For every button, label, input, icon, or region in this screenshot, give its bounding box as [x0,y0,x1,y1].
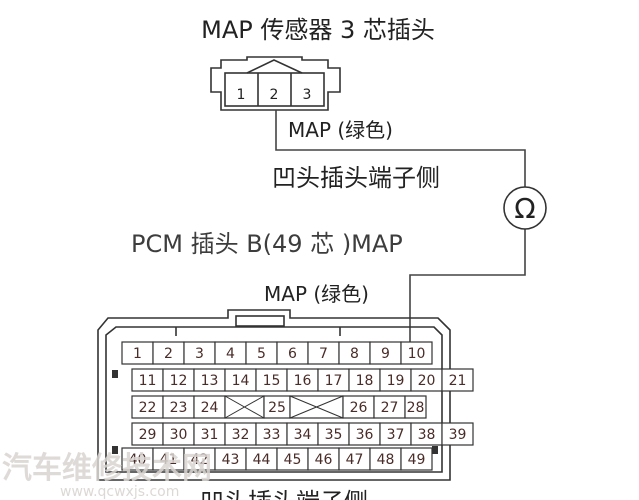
pcm-pin-47: 47 [346,452,364,468]
pcm-pin-39: 39 [449,427,467,443]
pcm-pin-33: 33 [263,427,281,443]
pcm-pin-37: 37 [387,427,405,443]
pcm-pin-27: 27 [381,400,399,416]
pcm-pin-44: 44 [253,452,271,468]
pcm-pin-17: 17 [325,373,343,389]
watermark-url: www.qcwxjs.com [60,484,179,500]
pcm-terminal-side-label: 凹头插头端子侧 [200,488,368,500]
sensor-terminal-side-label: 凹头插头端子侧 [272,164,440,192]
pcm-pin-4: 4 [226,346,235,362]
pcm-pin-6: 6 [288,346,297,362]
pcm-pin-38: 38 [418,427,436,443]
pcm-pin-cell [441,368,474,392]
sensor-wire-label: MAP (绿色) [288,118,393,142]
pcm-pin-14: 14 [232,373,250,389]
pcm-pin-16: 16 [294,373,312,389]
pcm-pin-28: 28 [407,400,425,416]
sensor-pin-3: 3 [303,87,312,103]
pcm-pin-25: 25 [268,400,286,416]
pcm-pin-9: 9 [381,346,390,362]
ohmmeter-circle [503,186,547,230]
test-leads [275,110,526,352]
ohmmeter: Ω [503,186,547,230]
sensor-pin-2: 2 [270,87,279,103]
blank-cross [224,395,265,419]
pcm-pin-3: 3 [195,346,204,362]
pcm-pin-36: 36 [356,427,374,443]
pcm-pin-31: 31 [201,427,219,443]
sensor-connector-title: MAP 传感器 3 芯插头 [201,16,435,44]
pcm-pin-13: 13 [201,373,219,389]
pcm-side-marker [432,446,438,454]
pcm-pin-40: 40 [129,452,147,468]
pcm-pin-29: 29 [139,427,157,443]
pcm-pin-41: 41 [160,452,178,468]
pcm-pin-35: 35 [325,427,343,443]
pcm-side-marker [112,446,118,454]
sensor-connector [210,56,341,111]
pcm-pin-18: 18 [356,373,374,389]
pcm-pin-45: 45 [284,452,302,468]
pcm-pin-46: 46 [315,452,333,468]
pcm-pin-20: 20 [418,373,436,389]
pcm-pin-cell [441,422,474,446]
pcm-pin-11: 11 [139,373,157,389]
pcm-pin-32: 32 [232,427,250,443]
pcm-pin-49: 49 [408,452,426,468]
pcm-pin-cell [400,341,433,365]
pcm-pin-2: 2 [164,346,173,362]
pcm-pin-34: 34 [294,427,312,443]
pcm-pin-cell [400,447,433,471]
pcm-pin-5: 5 [257,346,266,362]
pcm-pin-24: 24 [201,400,219,416]
pcm-pin-8: 8 [350,346,359,362]
pcm-pin-19: 19 [387,373,405,389]
pcm-pin-15: 15 [263,373,281,389]
pcm-pin-23: 23 [170,400,188,416]
pcm-pin-30: 30 [170,427,188,443]
pcm-pin-cell [404,395,427,419]
ohm-icon: Ω [514,192,535,225]
pcm-side-marker [112,370,118,378]
pcm-wire-label: MAP (绿色) [264,282,369,306]
pcm-pin-43: 43 [222,452,240,468]
watermark-brand: 汽车维修技术网 [2,451,212,486]
pcm-pin-7: 7 [319,346,328,362]
pcm-connector-title: PCM 插头 B(49 芯 )MAP [131,230,403,258]
pcm-pin-26: 26 [350,400,368,416]
pcm-pin-12: 12 [170,373,188,389]
pcm-pin-1: 1 [133,346,142,362]
pcm-pin-21: 21 [449,373,467,389]
pcm-connector [97,309,451,481]
sensor-pin-1: 1 [237,87,246,103]
pcm-pin-22: 22 [139,400,157,416]
pcm-pin-10: 10 [408,346,426,362]
pcm-pin-42: 42 [191,452,209,468]
blank-cross [289,395,344,419]
pcm-pin-48: 48 [377,452,395,468]
